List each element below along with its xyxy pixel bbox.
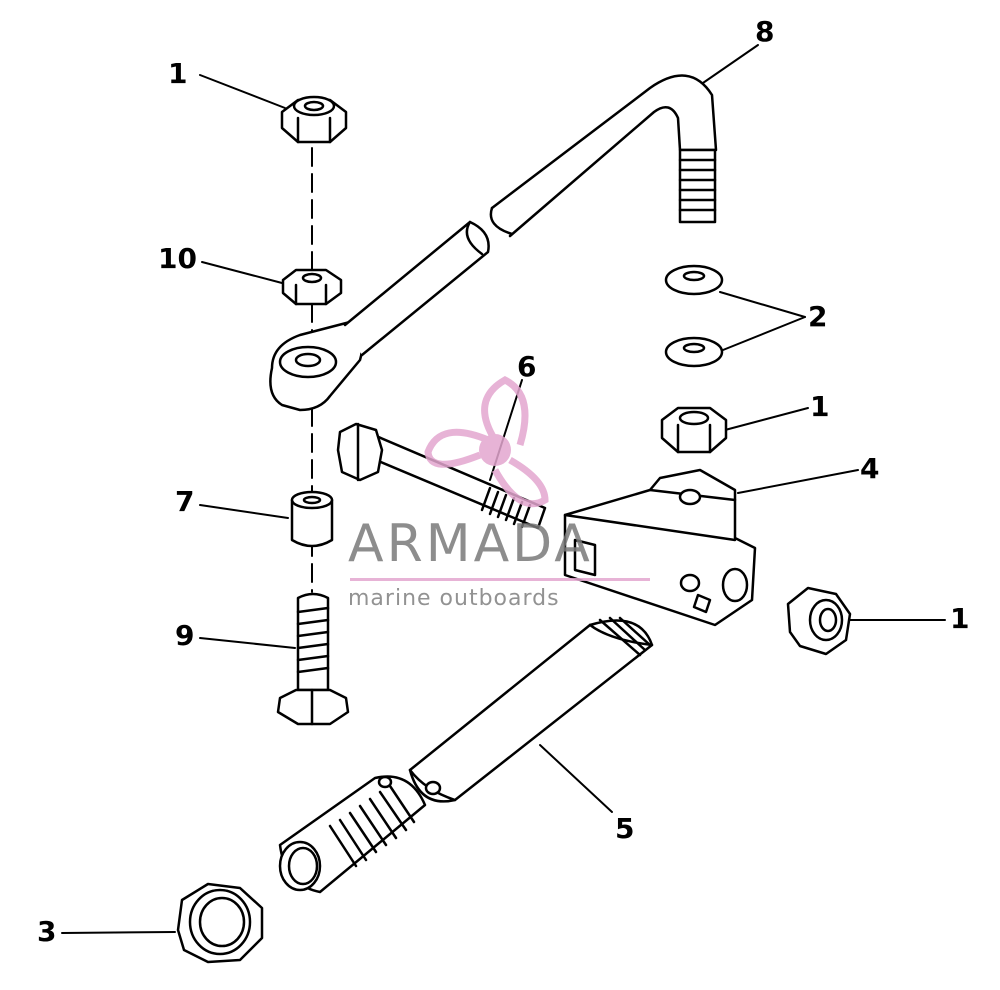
link-rod-8	[269, 74, 718, 412]
bolt-9	[276, 592, 350, 726]
lock-nut-right	[786, 586, 852, 656]
lock-nut-top	[280, 95, 348, 144]
washers-2	[664, 264, 724, 368]
spacer-7	[290, 490, 334, 548]
watermark-brand: ARMADA	[348, 514, 593, 574]
connector-block-4	[563, 468, 757, 627]
callout-1-right: 1	[950, 602, 970, 635]
callout-10: 10	[158, 242, 197, 275]
watermark-tagline: marine outboards	[348, 586, 560, 611]
propeller-logo	[424, 376, 549, 508]
leader-lines	[61, 44, 946, 934]
callout-1-mid: 1	[810, 390, 830, 423]
callout-6: 6	[517, 350, 537, 383]
callout-2: 2	[808, 300, 828, 333]
callout-3: 3	[37, 915, 57, 948]
callout-8: 8	[755, 15, 775, 48]
callout-7: 7	[175, 485, 195, 518]
tube-5	[278, 616, 654, 894]
nut-3	[176, 882, 264, 964]
callout-4: 4	[860, 452, 880, 485]
callout-5: 5	[615, 812, 635, 845]
watermark-underline	[350, 578, 650, 581]
lock-nut-mid	[660, 406, 728, 454]
callout-1-top: 1	[168, 57, 188, 90]
callout-9: 9	[175, 619, 195, 652]
bolt-6	[336, 422, 547, 530]
nut-10	[281, 268, 343, 306]
